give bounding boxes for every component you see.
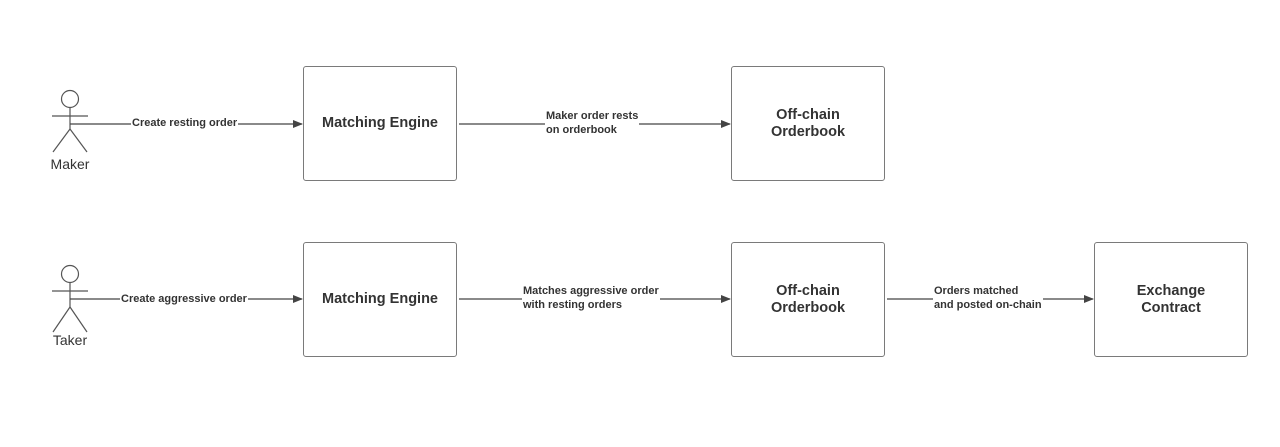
maker-label: Maker (50, 156, 90, 172)
edge-label-create-resting-order: Create resting order (131, 116, 239, 130)
edge-label-maker-order-rests: Maker order rests on orderbook (545, 109, 640, 137)
matching-engine-box-row1[interactable]: Matching Engine (303, 66, 457, 181)
matching-engine-label-row2: Matching Engine (322, 291, 438, 307)
orderbook-box-row1[interactable]: Off-chain Orderbook (731, 66, 885, 181)
orderbook-label-row2: Off-chain Orderbook (770, 282, 846, 316)
edge-label-create-aggressive-order: Create aggressive order (120, 292, 248, 306)
matching-engine-box-row2[interactable]: Matching Engine (303, 242, 457, 357)
taker-label: Taker (52, 332, 88, 348)
edge-label-orders-matched: Orders matched and posted on-chain (933, 284, 1043, 312)
exchange-contract-box[interactable]: Exchange Contract (1094, 242, 1248, 357)
edge-label-matches-aggressive-order: Matches aggressive order with resting or… (522, 284, 660, 312)
taker-figure (52, 264, 88, 333)
orderbook-box-row2[interactable]: Off-chain Orderbook (731, 242, 885, 357)
exchange-contract-label: Exchange Contract (1136, 282, 1206, 316)
maker-figure (52, 89, 88, 153)
matching-engine-label-row1: Matching Engine (322, 115, 438, 131)
orderbook-label-row1: Off-chain Orderbook (770, 106, 846, 140)
